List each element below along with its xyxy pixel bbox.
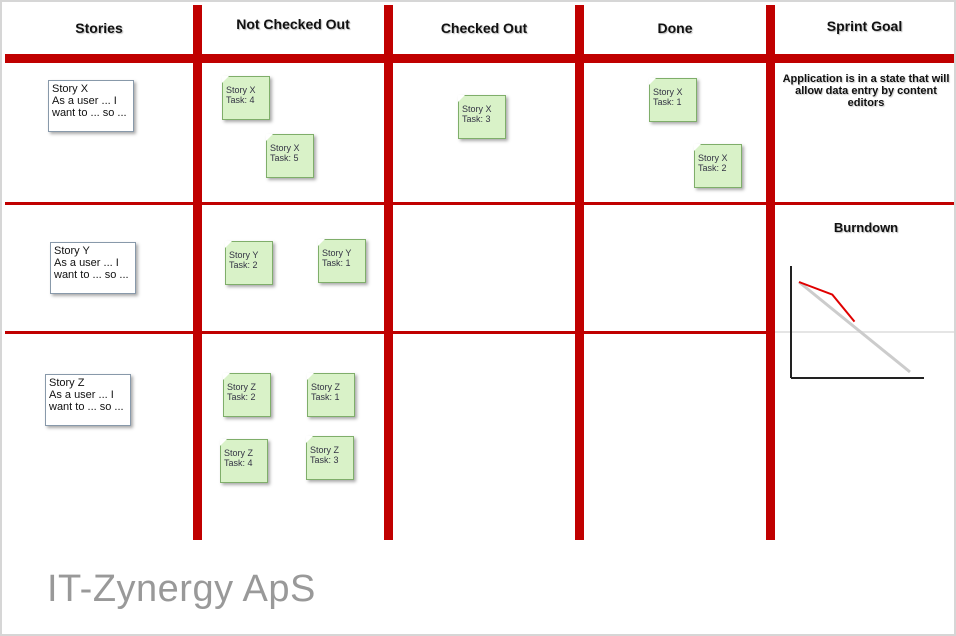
- burndown-ideal-line: [798, 280, 911, 374]
- column-header-checked-out: Checked Out: [440, 20, 528, 36]
- task-note-x2[interactable]: Story X Task: 2: [694, 144, 742, 188]
- row-divider-1: [5, 202, 954, 205]
- task-note-x5[interactable]: Story X Task: 5: [266, 134, 314, 178]
- column-divider-4: [766, 5, 775, 540]
- column-divider-3: [575, 5, 584, 540]
- column-divider-1: [193, 5, 202, 540]
- task-note-z4[interactable]: Story Z Task: 4: [220, 439, 268, 483]
- task-note-z2[interactable]: Story Z Task: 2: [223, 373, 271, 417]
- task-note-z1[interactable]: Story Z Task: 1: [307, 373, 355, 417]
- task-note-z3[interactable]: Story Z Task: 3: [306, 436, 354, 480]
- story-card-x[interactable]: Story X As a user ... I want to ... so .…: [48, 80, 134, 132]
- column-divider-2: [384, 5, 393, 540]
- story-card-z[interactable]: Story Z As a user ... I want to ... so .…: [45, 374, 131, 426]
- row-divider-2-grey: [775, 331, 954, 333]
- task-note-x1[interactable]: Story X Task: 1: [649, 78, 697, 122]
- column-header-not-checked-out: Not Checked Out: [236, 16, 350, 32]
- column-header-done: Done: [657, 20, 693, 36]
- task-note-x3[interactable]: Story X Task: 3: [458, 95, 506, 139]
- burndown-actual-line: [798, 281, 856, 323]
- column-header-sprint-goal: Sprint Goal: [826, 18, 903, 34]
- column-header-stories: Stories: [75, 20, 123, 36]
- burndown-chart: [790, 266, 924, 379]
- company-name: IT-Zynergy ApS: [47, 568, 316, 610]
- story-card-y[interactable]: Story Y As a user ... I want to ... so .…: [50, 242, 136, 294]
- sprint-goal-text: Application is in a state that will allo…: [782, 73, 950, 109]
- task-note-x4[interactable]: Story X Task: 4: [222, 76, 270, 120]
- header-divider: [5, 54, 954, 63]
- burndown-title: Burndown: [833, 220, 899, 235]
- task-note-y1[interactable]: Story Y Task: 1: [318, 239, 366, 283]
- task-note-y2[interactable]: Story Y Task: 2: [225, 241, 273, 285]
